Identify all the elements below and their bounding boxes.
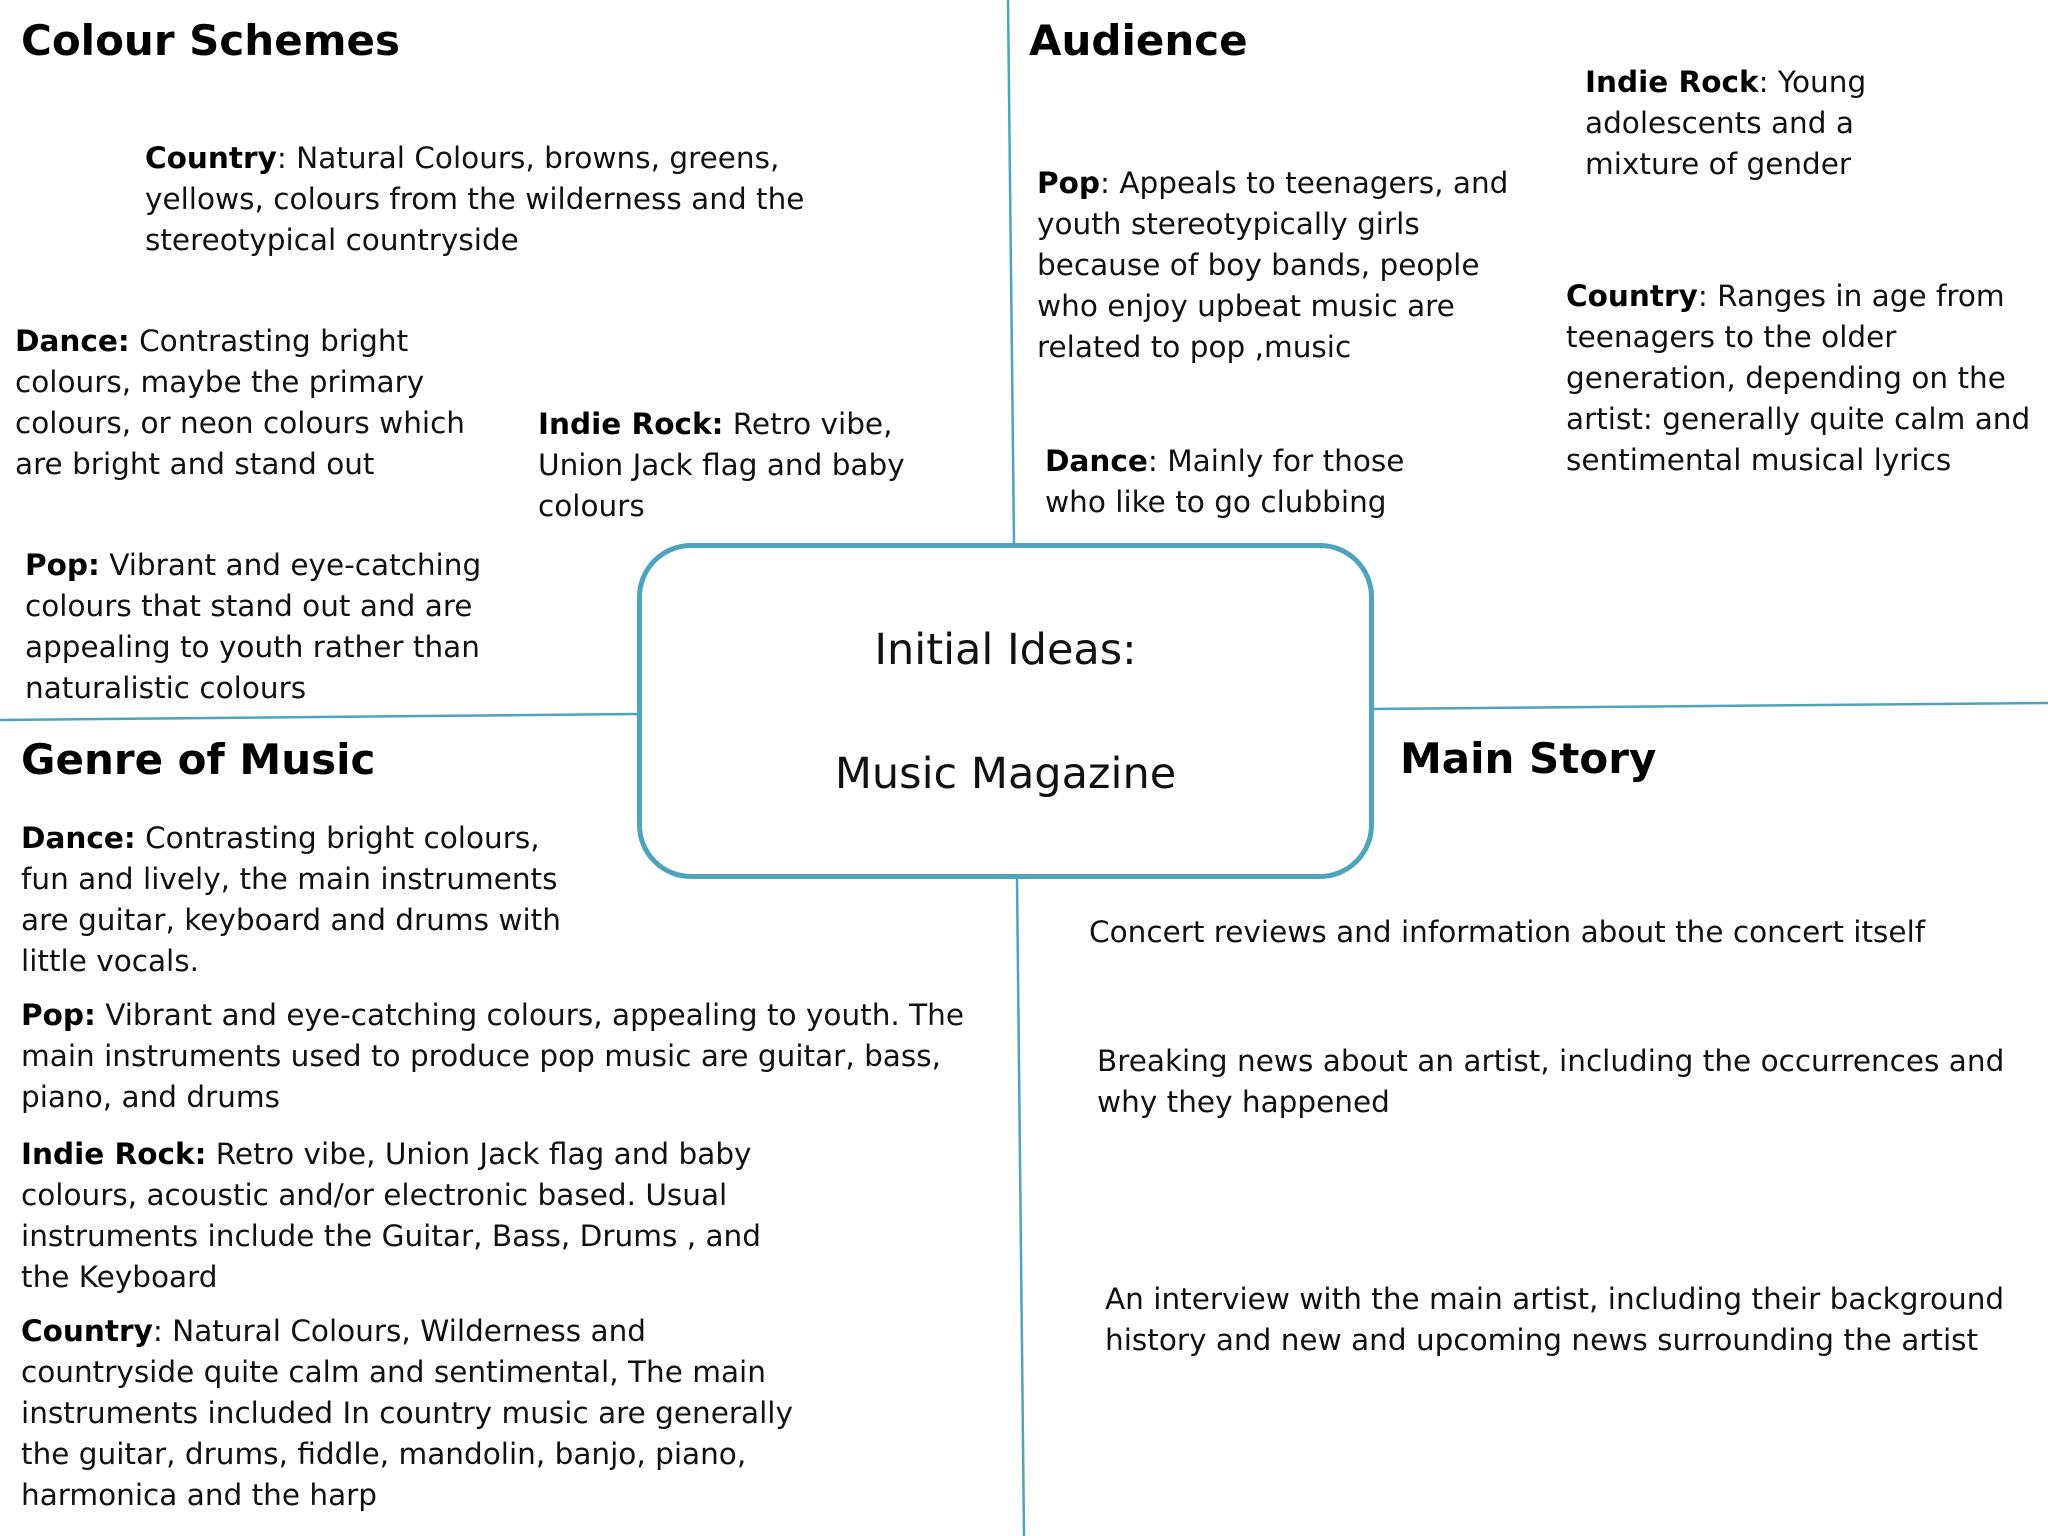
note-text: Contrasting bright colours, maybe the pr… <box>15 324 466 481</box>
divider-right-horizontal <box>1373 701 2048 711</box>
genre-indie-rock-note: Indie Rock: Retro vibe, Union Jack flag … <box>21 1134 791 1298</box>
note-label: Indie Rock <box>1585 65 1759 99</box>
divider-left-horizontal <box>0 712 638 722</box>
colour-schemes-country-note: Country: Natural Colours, browns, greens… <box>145 138 885 261</box>
note-text: Natural Colours, Wilderness and countrys… <box>21 1314 793 1512</box>
genre-dance-note: Dance: Contrasting bright colours, fun a… <box>21 818 581 982</box>
genre-country-note: Country: Natural Colours, Wilderness and… <box>21 1311 811 1516</box>
note-label: Pop: <box>25 548 100 582</box>
note-separator: : <box>1697 279 1708 313</box>
audience-heading: Audience <box>1029 16 1248 65</box>
note-separator: : <box>152 1314 163 1348</box>
colour-schemes-indie-rock-note: Indie Rock: Retro vibe, Union Jack flag … <box>538 404 978 527</box>
note-label: Indie Rock: <box>538 407 724 441</box>
note-label: Dance <box>1045 444 1148 478</box>
note-text: Natural Colours, browns, greens, yellows… <box>145 141 805 257</box>
note-label: Dance: <box>21 821 136 855</box>
note-label: Indie Rock: <box>21 1137 207 1171</box>
audience-indie-rock-note: Indie Rock: Young adolescents and a mixt… <box>1585 62 1885 185</box>
note-separator: : <box>1758 65 1769 99</box>
note-text: Vibrant and eye-catching colours that st… <box>25 548 482 705</box>
main-story-item: Concert reviews and information about th… <box>1089 915 1926 949</box>
main-story-item: Breaking news about an artist, including… <box>1097 1044 2005 1119</box>
genre-pop-note: Pop: Vibrant and eye-catching colours, a… <box>21 995 1006 1118</box>
note-text: Vibrant and eye-catching colours, appeal… <box>21 998 965 1114</box>
note-label: Country <box>145 141 277 175</box>
note-separator: : <box>276 141 287 175</box>
audience-dance-note: Dance: Mainly for those who like to go c… <box>1045 441 1425 523</box>
divider-top-vertical <box>1006 0 1016 544</box>
note-text: Contrasting bright colours, fun and live… <box>21 821 561 978</box>
note-separator: : <box>1100 166 1110 200</box>
central-topic-subtitle: Music Magazine <box>834 749 1177 799</box>
main-story-item: An interview with the main artist, inclu… <box>1105 1282 2005 1357</box>
main-story-heading: Main Story <box>1400 734 1657 783</box>
audience-country-note: Country: Ranges in age from teenagers to… <box>1566 276 2036 481</box>
note-text: Young adolescents and a mixture of gende… <box>1585 65 1867 181</box>
audience-pop-note: Pop: Appeals to teenagers, and youth ste… <box>1037 163 1517 368</box>
note-text: Retro vibe, Union Jack flag and baby col… <box>21 1137 761 1294</box>
note-label: Pop <box>1037 166 1101 200</box>
central-topic-title: Initial Ideas: <box>874 625 1137 675</box>
note-text: Mainly for those who like to go clubbing <box>1045 444 1405 519</box>
note-separator: : <box>1147 444 1158 478</box>
note-text: Ranges in age from teenagers to the olde… <box>1566 279 2031 477</box>
note-text: Retro vibe, Union Jack flag and baby col… <box>538 407 905 523</box>
note-text: Appeals to teenagers, and youth stereoty… <box>1037 166 1509 364</box>
divider-bottom-vertical <box>1015 878 1026 1536</box>
colour-schemes-pop-note: Pop: Vibrant and eye-catching colours th… <box>25 545 585 709</box>
note-label: Country <box>21 1314 153 1348</box>
note-label: Country <box>1566 279 1698 313</box>
note-label: Pop: <box>21 998 96 1032</box>
colour-schemes-dance-note: Dance: Contrasting bright colours, maybe… <box>15 321 505 485</box>
genre-of-music-heading: Genre of Music <box>21 735 376 784</box>
note-label: Dance: <box>15 324 130 358</box>
central-topic-box: Initial Ideas: Music Magazine <box>637 543 1374 879</box>
colour-schemes-heading: Colour Schemes <box>21 16 400 65</box>
